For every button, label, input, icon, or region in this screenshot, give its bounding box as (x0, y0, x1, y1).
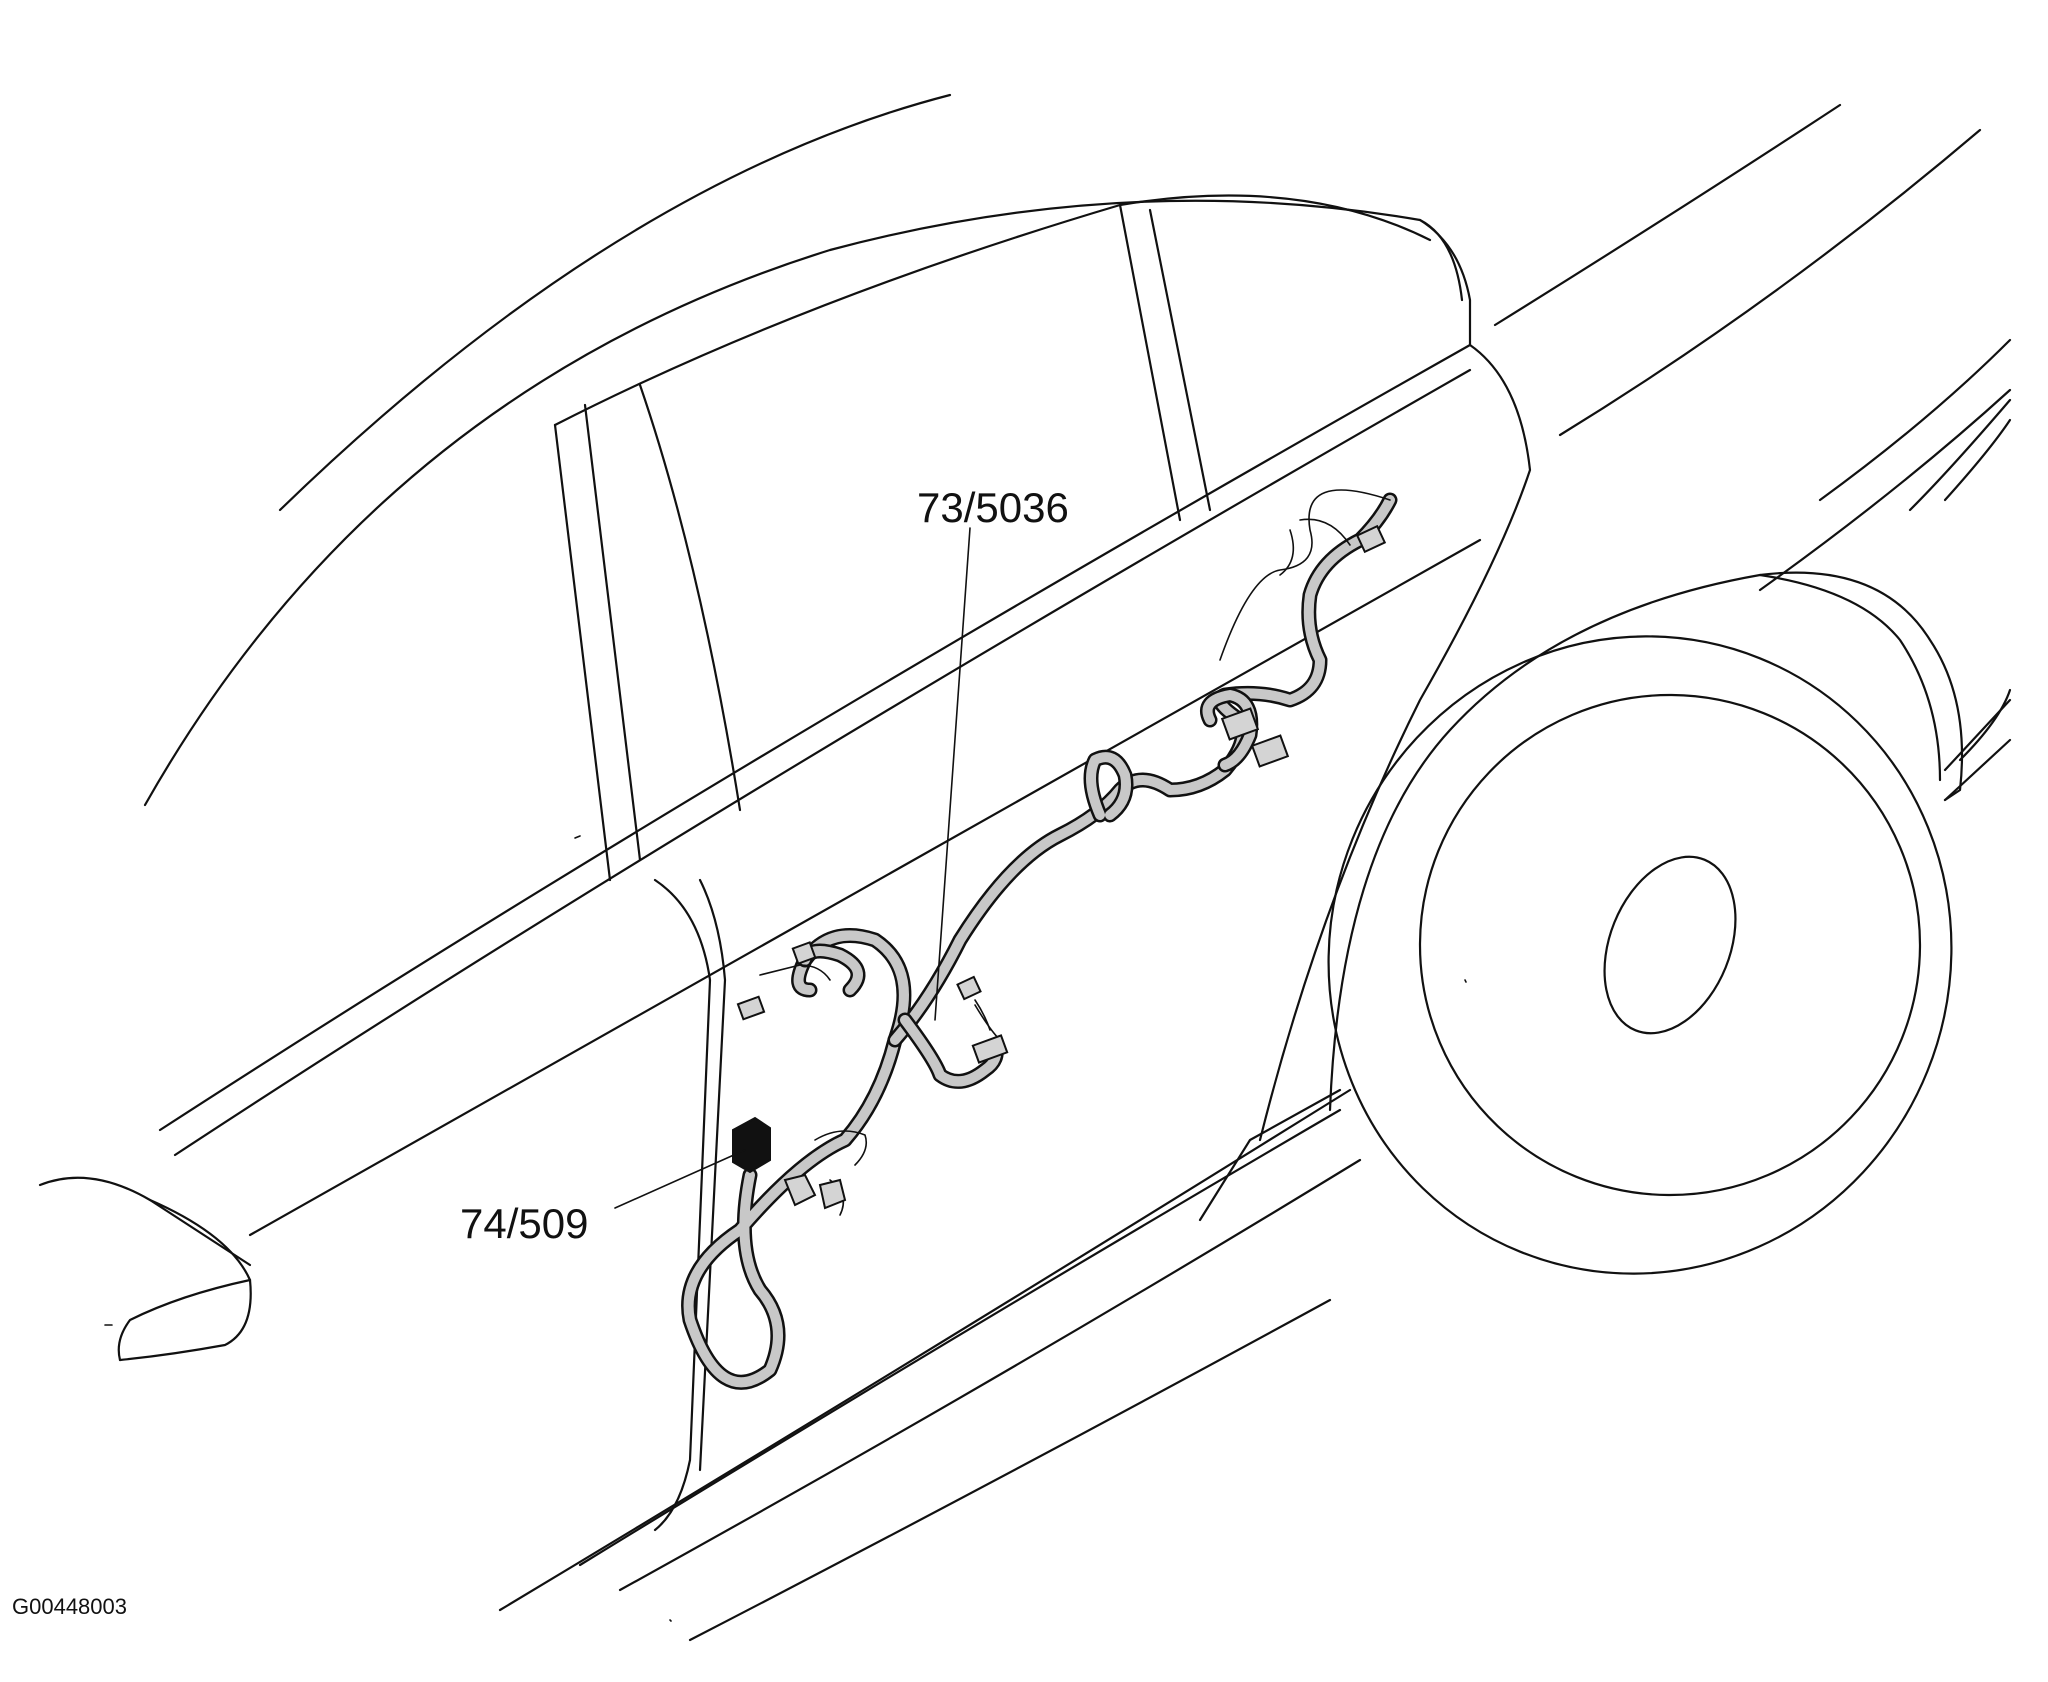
ground-point-icon (732, 1116, 771, 1174)
figure-id: G00448003 (12, 1594, 127, 1619)
connector-icon (736, 995, 766, 1021)
connector-icon (791, 941, 817, 965)
leader-line-upper (934, 527, 971, 1021)
connector-icon (1250, 734, 1290, 768)
connector-icon (1220, 707, 1260, 741)
connector-icon (971, 1034, 1009, 1064)
connectors (736, 524, 1387, 1210)
car-body-outline (38, 93, 2012, 1642)
connector-icon (818, 1178, 847, 1210)
connector-icon (1355, 524, 1387, 554)
connector-icon (956, 975, 982, 1001)
callout-upper: 73/5036 (917, 484, 1069, 531)
wire-harness (681, 492, 1398, 1390)
connector-icon (783, 1173, 817, 1207)
thin-wires (759, 489, 1391, 1216)
callout-lower: 74/509 (460, 1200, 588, 1247)
leader-line-lower (614, 1149, 746, 1209)
